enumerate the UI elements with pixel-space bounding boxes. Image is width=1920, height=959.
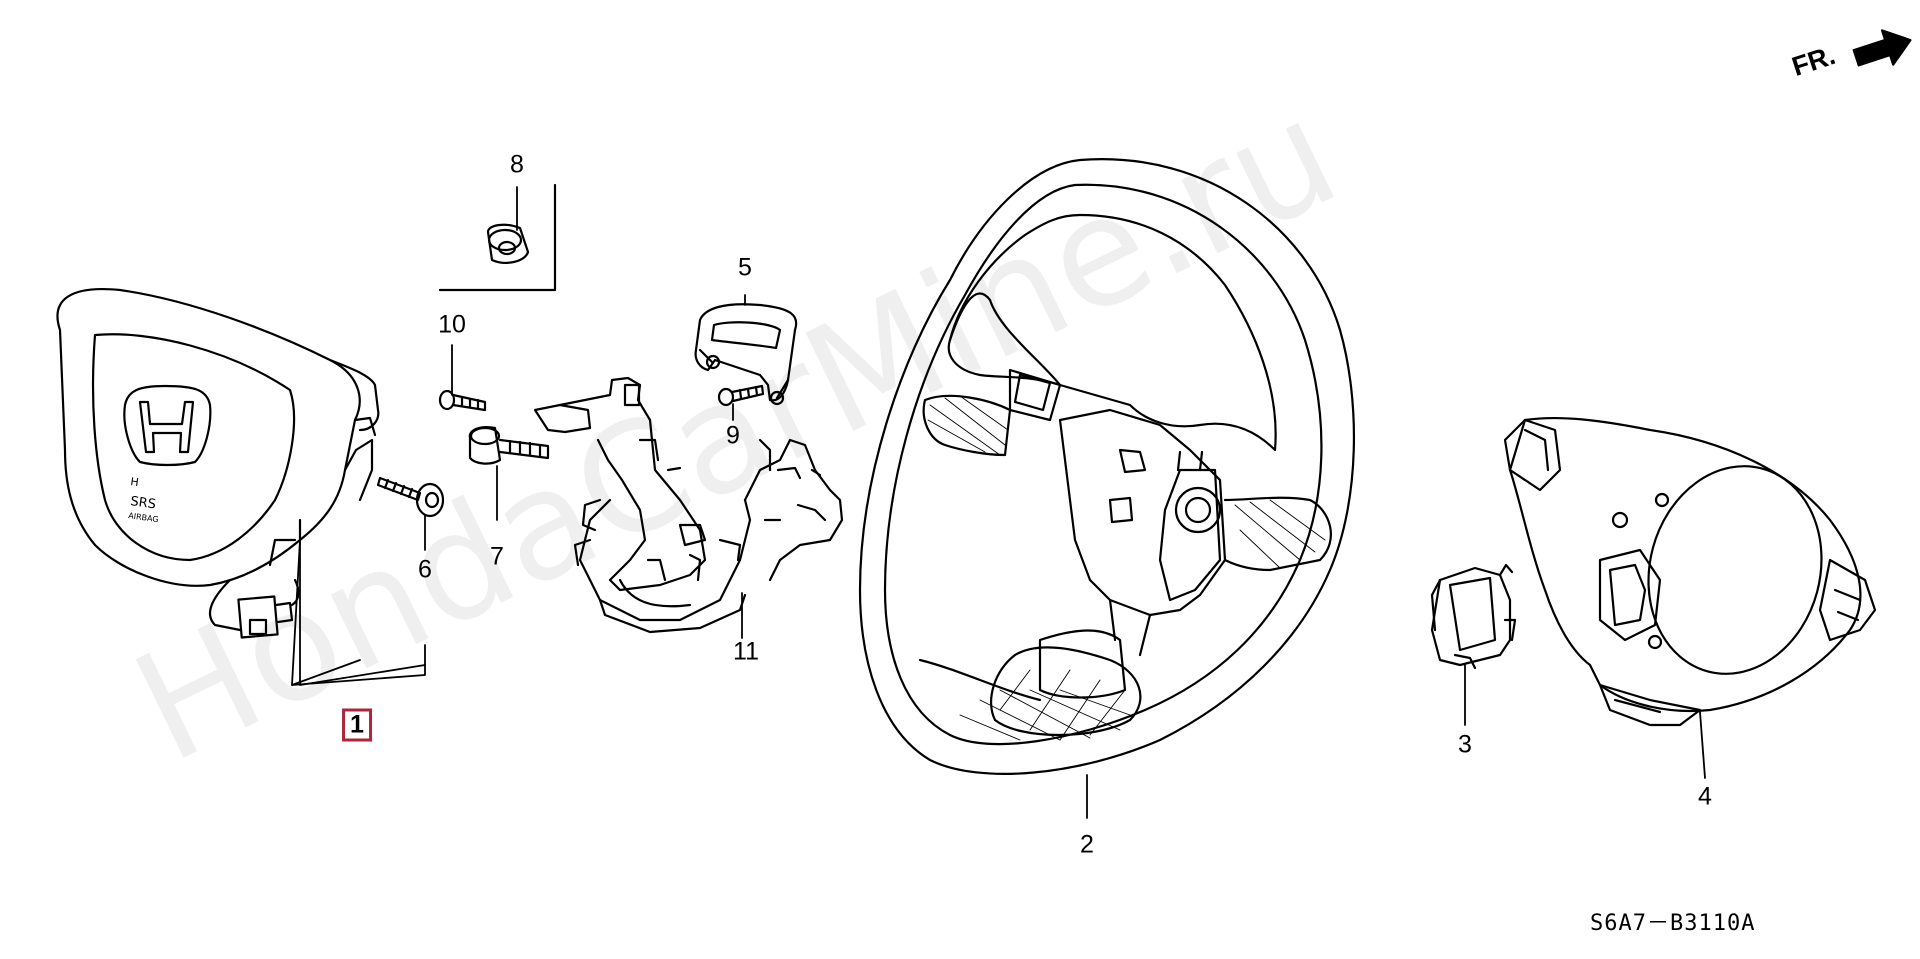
callout-5[interactable]: 5 — [738, 253, 752, 282]
lower-cover-part-4[interactable] — [1503, 416, 1877, 727]
callout-7[interactable]: 7 — [490, 542, 504, 571]
switch-bracket-part-11[interactable] — [533, 376, 844, 634]
arrow-right-icon — [1852, 29, 1912, 67]
callout-6[interactable]: 6 — [418, 555, 432, 584]
svg-text:SRS: SRS — [129, 494, 156, 512]
bolt-part-7[interactable] — [468, 426, 550, 465]
callout-9[interactable]: 9 — [726, 421, 740, 450]
svg-text:H: H — [130, 475, 140, 489]
callout-11[interactable]: 11 — [733, 637, 759, 666]
callout-8[interactable]: 8 — [510, 150, 524, 179]
diagram-code: S6A7－B3110A — [1590, 911, 1756, 936]
steering-wheel-part-2[interactable] — [858, 158, 1356, 775]
airbag-module-part[interactable]: H SRS AIRBAG — [56, 288, 380, 639]
nut-part-8[interactable] — [438, 183, 557, 292]
callout-1[interactable]: 1 — [342, 708, 372, 742]
screw-part-9[interactable] — [717, 384, 765, 407]
bracket-part-3[interactable] — [1430, 563, 1517, 670]
cover-part-5[interactable] — [694, 303, 798, 406]
callout-2[interactable]: 2 — [1080, 830, 1094, 859]
callout-4[interactable]: 4 — [1698, 782, 1712, 811]
callout-3[interactable]: 3 — [1458, 730, 1472, 759]
bolt-part-6[interactable] — [376, 476, 445, 518]
screw-part-10[interactable] — [438, 389, 487, 412]
leader-lines — [291, 186, 1706, 819]
callout-10[interactable]: 10 — [438, 310, 466, 339]
honda-logo-icon — [123, 384, 212, 467]
svg-text:AIRBAG: AIRBAG — [128, 511, 159, 524]
